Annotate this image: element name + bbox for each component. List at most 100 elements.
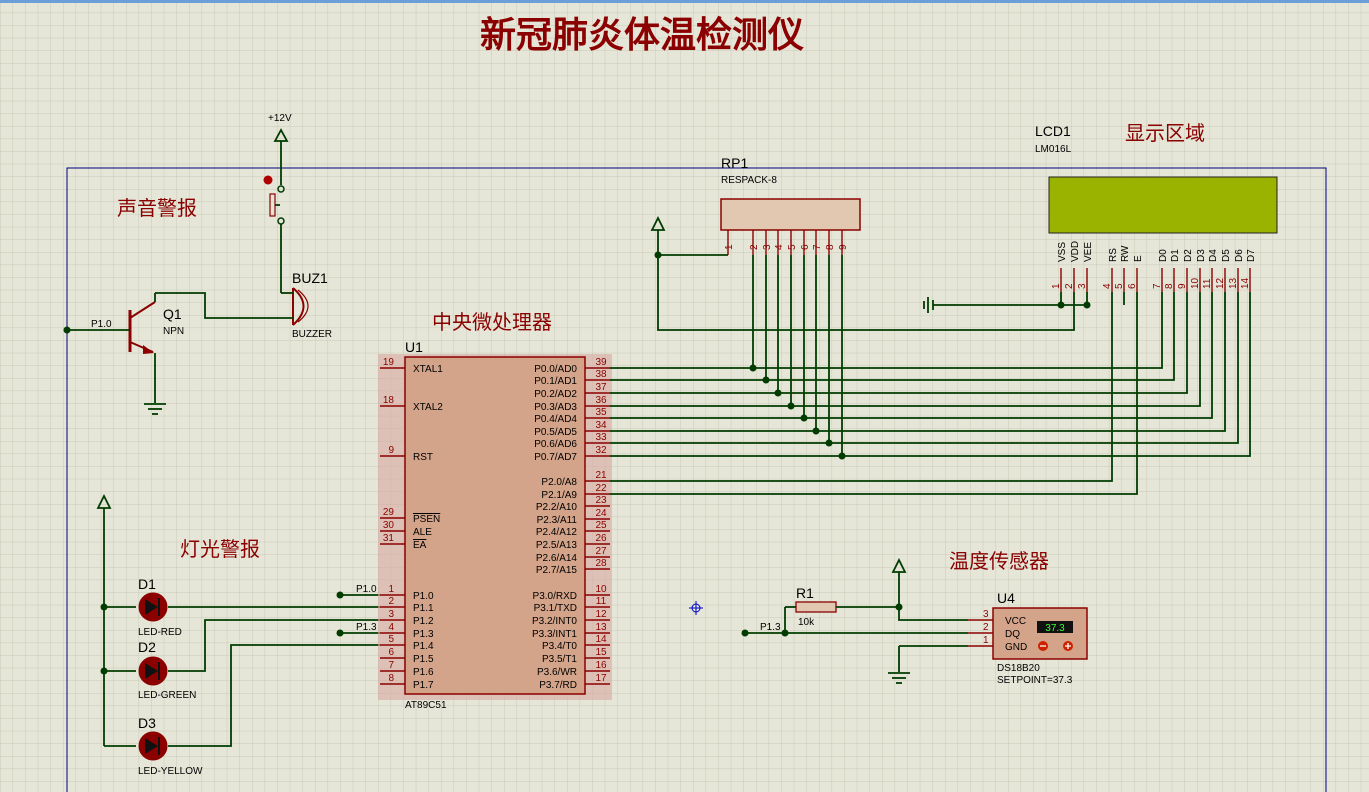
bus-wire-p0-6 <box>610 292 1239 444</box>
u1-chip-body[interactable] <box>404 356 586 695</box>
bus-junction-3 <box>787 402 795 410</box>
u1-pin-p0-7-ad7-number: 32 <box>595 445 607 456</box>
led-d3-symbol[interactable] <box>138 731 168 761</box>
lcd-screen[interactable] <box>1048 176 1278 234</box>
u1-pin-p1-6-name: P1.6 <box>413 667 434 678</box>
led-d3-ref: D3 <box>138 715 156 731</box>
led-d2-type: LED-GREEN <box>138 690 196 701</box>
lcd-pin-e-number: 6 <box>1127 283 1138 289</box>
led-d1-ref: D1 <box>138 576 156 592</box>
lcd-pin-d5-number: 12 <box>1215 277 1226 289</box>
rp1-pin-3-number: 3 <box>762 244 773 250</box>
q1-net-label: P1.0 <box>91 319 112 330</box>
u1-pin-psen-number: 29 <box>383 507 395 518</box>
rp1-pin-2-number: 2 <box>749 244 760 250</box>
u4-sensor-body[interactable] <box>992 607 1088 660</box>
u1-pin-p0-0-ad0-number: 39 <box>595 357 607 368</box>
rp1-pin-8-number: 8 <box>825 244 836 250</box>
lcd-pin-rw-number: 5 <box>1114 283 1125 289</box>
u1-pin-p3-5-t1-name: P3.5/T1 <box>542 654 577 665</box>
u1-pin-p1-1-number: 2 <box>388 596 394 607</box>
lcd-pin-group: VSS1VDD2VEE3RS4RW5E6D07D18D29D310D411D51… <box>1051 241 1257 292</box>
u1-pin-p0-2-ad2-name: P0.2/AD2 <box>534 389 577 400</box>
u1-pin-p2-2-a10-name: P2.2/A10 <box>536 502 578 513</box>
lcd-pin-d4-name: D4 <box>1208 249 1219 262</box>
u1-pin-p3-1-txd-number: 11 <box>596 596 607 607</box>
u1-pin-p2-5-a13-number: 26 <box>595 533 607 544</box>
u1-pin-p1-4-name: P1.4 <box>413 641 434 652</box>
led-d2-symbol[interactable] <box>138 656 168 686</box>
increase-temp-button[interactable] <box>1063 641 1073 651</box>
u1-pin-p2-0-a8-name: P2.0/A8 <box>541 477 577 488</box>
lcd-pin-d2-name: D2 <box>1183 249 1194 262</box>
q1-ref: Q1 <box>163 306 182 322</box>
lcd-pin-d7-number: 14 <box>1240 277 1251 289</box>
led-d1-type: LED-RED <box>138 627 182 638</box>
crosshair-cursor-icon <box>689 601 703 615</box>
u1-pin-p3-1-txd-name: P3.1/TXD <box>534 603 577 614</box>
u4-pin-vcc-number: 3 <box>983 609 989 620</box>
u1-ref: U1 <box>405 339 423 355</box>
bus-junction-7 <box>838 452 846 460</box>
lcd-pin-rw-name: RW <box>1120 245 1131 262</box>
u1-pin-p1-2-number: 3 <box>388 609 394 620</box>
u1-pin-p2-5-a13-name: P2.5/A13 <box>536 540 578 551</box>
sheet-border <box>66 167 1327 792</box>
u1-pin-p0-0-ad0-name: P0.0/AD0 <box>534 364 577 375</box>
u1-pin-p2-4-a12-number: 25 <box>595 520 607 531</box>
lcd-pin-d5-name: D5 <box>1221 249 1232 262</box>
u1-pin-p3-7-rd-number: 17 <box>595 673 607 684</box>
led-d2-ref: D2 <box>138 639 156 655</box>
u1-pin-p0-3-ad3-name: P0.3/AD3 <box>534 402 577 413</box>
u1-pin-p3-3-int1-name: P3.3/INT1 <box>532 629 577 640</box>
u1-pin-ea-number: 31 <box>383 533 395 544</box>
u1-pin-p3-4-t0-number: 14 <box>595 634 607 645</box>
ground-icon <box>144 403 166 415</box>
led-d3-type: LED-YELLOW <box>138 766 203 777</box>
u1-pin-p3-0-rxd-number: 10 <box>595 584 607 595</box>
u1-pin-p1-5-number: 6 <box>388 647 394 658</box>
u1-pin-ea-name: EA <box>413 540 427 551</box>
u1-pin-p1-2-name: P1.2 <box>413 616 434 627</box>
decrease-temp-button[interactable] <box>1038 641 1048 651</box>
bus-junction-2 <box>774 389 782 397</box>
rp1-pin-4-number: 4 <box>774 244 785 250</box>
u1-pin-p3-0-rxd-name: P3.0/RXD <box>533 591 577 602</box>
u1-pin-p0-5-ad5-number: 34 <box>595 420 607 431</box>
u1-pin-ale-number: 30 <box>383 520 395 531</box>
u1-net-label-p13: P1.3 <box>356 622 377 633</box>
bus-junction-1 <box>762 376 770 384</box>
u1-pin-p3-2-int0-name: P3.2/INT0 <box>532 616 577 627</box>
r1-net-label: P1.3 <box>760 622 781 633</box>
lcd-pin-d1-number: 8 <box>1164 283 1175 289</box>
u4-pin-gnd-number: 1 <box>983 635 989 646</box>
u1-pin-xtal1-number: 19 <box>383 357 395 368</box>
u1-pin-p2-4-a12-name: P2.4/A12 <box>536 527 578 538</box>
r1-ref: R1 <box>796 585 814 601</box>
bus-wire-rs <box>610 292 1113 482</box>
u1-pin-p3-4-t0-name: P3.4/T0 <box>542 641 577 652</box>
u4-temp-readout: 37.3 <box>1045 623 1065 634</box>
u1-pin-p0-1-ad1-number: 38 <box>595 369 607 380</box>
top-border-strip <box>0 0 1369 3</box>
u1-pin-p3-7-rd-name: P3.7/RD <box>539 680 577 691</box>
rp1-body[interactable] <box>720 198 861 231</box>
u1-pin-rst-number: 9 <box>388 445 394 456</box>
u1-pin-p2-7-a15-name: P2.7/A15 <box>536 565 578 576</box>
bus-wire-p0-7 <box>610 292 1251 457</box>
u1-pin-p2-0-a8-number: 21 <box>595 470 607 481</box>
lcd-pin-rs-name: RS <box>1108 248 1119 262</box>
switch-icon[interactable] <box>263 175 285 225</box>
r1-body[interactable] <box>795 601 837 613</box>
bus-junction-6 <box>825 439 833 447</box>
u1-pin-p3-5-t1-number: 15 <box>595 647 607 658</box>
u1-pin-p3-2-int0-number: 12 <box>595 609 607 620</box>
u1-pin-p3-6-wr-name: P3.6/WR <box>537 667 577 678</box>
section-label-display: 显示区域 <box>1125 122 1205 145</box>
led-d1-symbol[interactable] <box>138 592 168 622</box>
lcd-pin-d1-name: D1 <box>1170 249 1181 262</box>
u1-pin-p0-5-ad5-name: P0.5/AD5 <box>534 427 577 438</box>
transistor-q1-symbol[interactable] <box>128 301 156 354</box>
u1-pin-p0-7-ad7-name: P0.7/AD7 <box>534 452 577 463</box>
